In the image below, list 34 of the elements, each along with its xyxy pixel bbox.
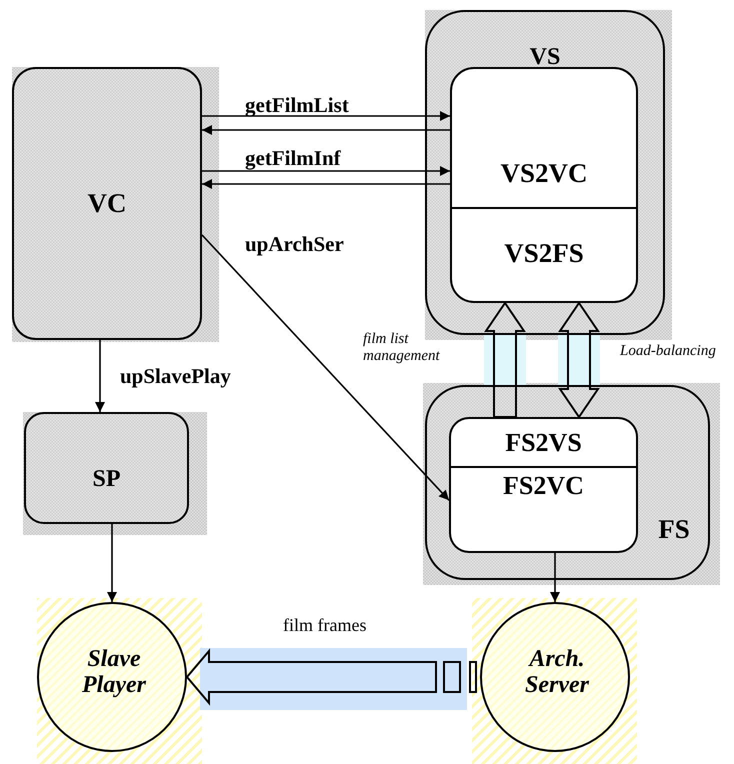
- arrow: [201, 234, 450, 501]
- edge-label: upArchSer: [245, 232, 344, 257]
- arrow: [202, 111, 450, 121]
- component-box: [24, 412, 189, 524]
- component-box: [449, 417, 638, 468]
- node-label: VS2VC: [499, 159, 588, 189]
- edge-label: Load-balancing: [620, 343, 716, 360]
- node-label: FS2VC: [502, 472, 585, 501]
- component-box: [12, 67, 202, 340]
- node-label: VS: [528, 44, 562, 70]
- arrow: [107, 524, 117, 602]
- arrow: [202, 179, 450, 189]
- component-box: [450, 67, 638, 209]
- arrow: [202, 166, 450, 176]
- node-label: FS2VS: [504, 429, 583, 458]
- node-label: FS: [657, 515, 691, 545]
- component-box: [450, 209, 638, 303]
- node-label: VS2FS: [503, 239, 585, 269]
- node-label: Slave Player: [81, 646, 147, 699]
- block-arrow: [484, 301, 526, 418]
- block-arrow: [558, 301, 600, 419]
- arrow: [202, 125, 450, 135]
- node-label: SP: [91, 466, 122, 492]
- arrow: [550, 553, 560, 602]
- component-box: [449, 468, 638, 553]
- edge-label: upSlavePlay: [120, 364, 231, 389]
- arrow: [95, 340, 105, 412]
- container-box: [425, 385, 710, 580]
- container-box: [425, 10, 665, 335]
- node-label: Arch. Server: [524, 646, 590, 699]
- edge-label: getFilmInf: [245, 146, 341, 171]
- node-label: VC: [86, 189, 128, 219]
- edge-label: getFilmList: [245, 93, 349, 118]
- edge-label: film list management: [363, 331, 441, 364]
